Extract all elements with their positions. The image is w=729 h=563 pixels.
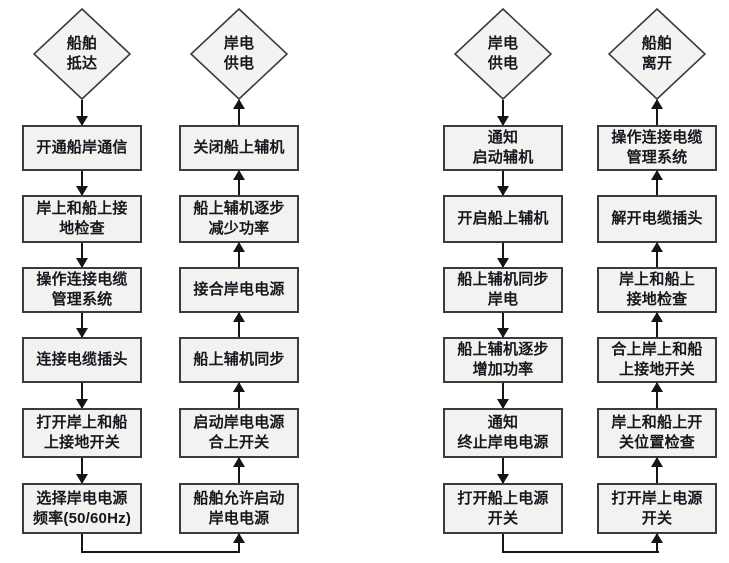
arrow-down-icon bbox=[76, 243, 88, 268]
step-switch-position-check: 岸上和船上开 关位置检查 bbox=[597, 408, 717, 458]
arrow-up-icon bbox=[651, 170, 663, 195]
arrow-down-icon bbox=[76, 458, 88, 484]
arrow-down-icon bbox=[497, 243, 509, 268]
step-label: 船上辅机逐步 增加功率 bbox=[457, 341, 549, 378]
step-label: 关闭船上辅机 bbox=[193, 139, 285, 156]
step-open-ship-power-switch: 打开船上电源 开关 bbox=[443, 483, 563, 534]
step-aux-engine-increase-power: 船上辅机逐步 增加功率 bbox=[443, 337, 563, 383]
step-label: 开通船岸通信 bbox=[36, 139, 128, 156]
step-label: 打开岸上电源 开关 bbox=[611, 489, 703, 527]
terminal-shore-power-on: 岸电 供电 bbox=[190, 8, 288, 100]
step-label: 开启船上辅机 bbox=[457, 210, 549, 227]
arrow-up-icon bbox=[651, 382, 663, 408]
step-operate-cable-management-system: 操作连接电缆 管理系统 bbox=[22, 267, 142, 313]
step-label: 通知 终止岸电电源 bbox=[457, 414, 549, 451]
step-label: 船上辅机逐步 减少功率 bbox=[193, 200, 285, 237]
arrow-up-icon bbox=[233, 242, 245, 267]
arrow-down-icon bbox=[497, 171, 509, 196]
arrow-down-icon bbox=[497, 458, 509, 484]
arrow-down-icon bbox=[76, 171, 88, 196]
terminal-shore-power-supply: 岸电 供电 bbox=[454, 8, 552, 100]
step-label: 岸上和船上开 关位置检查 bbox=[611, 414, 703, 451]
step-grounding-check-2: 岸上和船上 接地检查 bbox=[597, 267, 717, 313]
arrow-up-icon bbox=[233, 457, 245, 483]
step-label: 操作连接电缆 管理系统 bbox=[611, 129, 703, 166]
step-shore-ship-grounding-check: 岸上和船上接 地检查 bbox=[22, 195, 142, 243]
arrow-down-icon bbox=[497, 100, 509, 126]
step-aux-engine-sync-with-shore: 船上辅机同步 岸电 bbox=[443, 267, 563, 313]
step-notify-start-aux-engine: 通知 启动辅机 bbox=[443, 125, 563, 171]
step-disconnect-cable-plug: 解开电缆插头 bbox=[597, 195, 717, 243]
arrow-up-icon bbox=[233, 312, 245, 337]
step-ship-permits-shore-power-start: 船舶允许启动 岸电电源 bbox=[179, 483, 299, 534]
connector-line bbox=[502, 534, 504, 553]
connector-arrow-up-icon bbox=[651, 533, 663, 553]
diamond-shape-icon bbox=[33, 8, 131, 100]
step-start-ship-aux-engine: 开启船上辅机 bbox=[443, 195, 563, 243]
terminal-label: 船舶 抵达 bbox=[66, 35, 98, 72]
step-open-grounding-switches: 打开岸上和船 上接地开关 bbox=[22, 408, 142, 458]
step-open-shore-power-switch: 打开岸上电源 开关 bbox=[597, 483, 717, 534]
step-label: 合上岸上和船 上接地开关 bbox=[611, 341, 703, 378]
step-label: 通知 启动辅机 bbox=[472, 129, 534, 166]
arrow-down-icon bbox=[76, 313, 88, 338]
connector-line bbox=[502, 551, 659, 553]
step-label: 船上辅机同步 岸电 bbox=[457, 271, 549, 308]
connector-line bbox=[81, 534, 83, 553]
step-connect-cable-plug: 连接电缆插头 bbox=[22, 337, 142, 383]
step-label: 船舶允许启动 岸电电源 bbox=[193, 489, 285, 527]
step-label: 选择岸电电源 频率(50/60Hz) bbox=[32, 489, 132, 527]
arrow-down-icon bbox=[497, 313, 509, 338]
arrow-up-icon bbox=[651, 242, 663, 267]
terminal-label: 岸电 供电 bbox=[223, 35, 255, 72]
arrow-up-icon bbox=[233, 382, 245, 408]
step-label: 岸上和船上接 地检查 bbox=[36, 200, 128, 237]
step-operate-cable-management-system-2: 操作连接电缆 管理系统 bbox=[597, 125, 717, 171]
arrow-down-icon bbox=[497, 383, 509, 409]
step-start-shore-power-close-switch: 启动岸电电源 合上开关 bbox=[179, 408, 299, 458]
step-label: 接合岸电电源 bbox=[193, 281, 285, 298]
arrow-up-icon bbox=[233, 170, 245, 195]
step-open-ship-shore-communication: 开通船岸通信 bbox=[22, 125, 142, 171]
step-label: 连接电缆插头 bbox=[36, 351, 128, 368]
step-label: 解开电缆插头 bbox=[611, 210, 703, 227]
step-label: 打开岸上和船 上接地开关 bbox=[36, 414, 128, 451]
step-close-grounding-switches: 合上岸上和船 上接地开关 bbox=[597, 337, 717, 383]
step-label: 启动岸电电源 合上开关 bbox=[193, 414, 285, 451]
step-aux-engine-reduce-power: 船上辅机逐步 减少功率 bbox=[179, 195, 299, 243]
arrow-up-icon bbox=[233, 99, 245, 125]
terminal-ship-departure: 船舶 离开 bbox=[608, 8, 706, 100]
arrow-up-icon bbox=[651, 457, 663, 483]
step-label: 打开船上电源 开关 bbox=[457, 489, 549, 527]
terminal-label: 船舶 离开 bbox=[641, 35, 673, 72]
step-label: 操作连接电缆 管理系统 bbox=[36, 271, 128, 308]
arrow-up-icon bbox=[651, 99, 663, 125]
arrow-down-icon bbox=[76, 383, 88, 409]
connector-arrow-up-icon bbox=[233, 533, 245, 553]
step-ship-aux-engine-synchronize: 船上辅机同步 bbox=[179, 337, 299, 383]
terminal-label: 岸电 供电 bbox=[487, 35, 519, 72]
terminal-ship-arrival: 船舶 抵达 bbox=[33, 8, 131, 100]
step-notify-terminate-shore-power: 通知 终止岸电电源 bbox=[443, 408, 563, 458]
arrow-up-icon bbox=[651, 312, 663, 337]
step-label: 船上辅机同步 bbox=[193, 351, 285, 368]
step-select-shore-power-frequency: 选择岸电电源 频率(50/60Hz) bbox=[22, 483, 142, 534]
diamond-shape-icon bbox=[454, 8, 552, 100]
arrow-down-icon bbox=[76, 100, 88, 126]
connector-line bbox=[81, 551, 240, 553]
step-label: 岸上和船上 接地检查 bbox=[618, 271, 695, 308]
